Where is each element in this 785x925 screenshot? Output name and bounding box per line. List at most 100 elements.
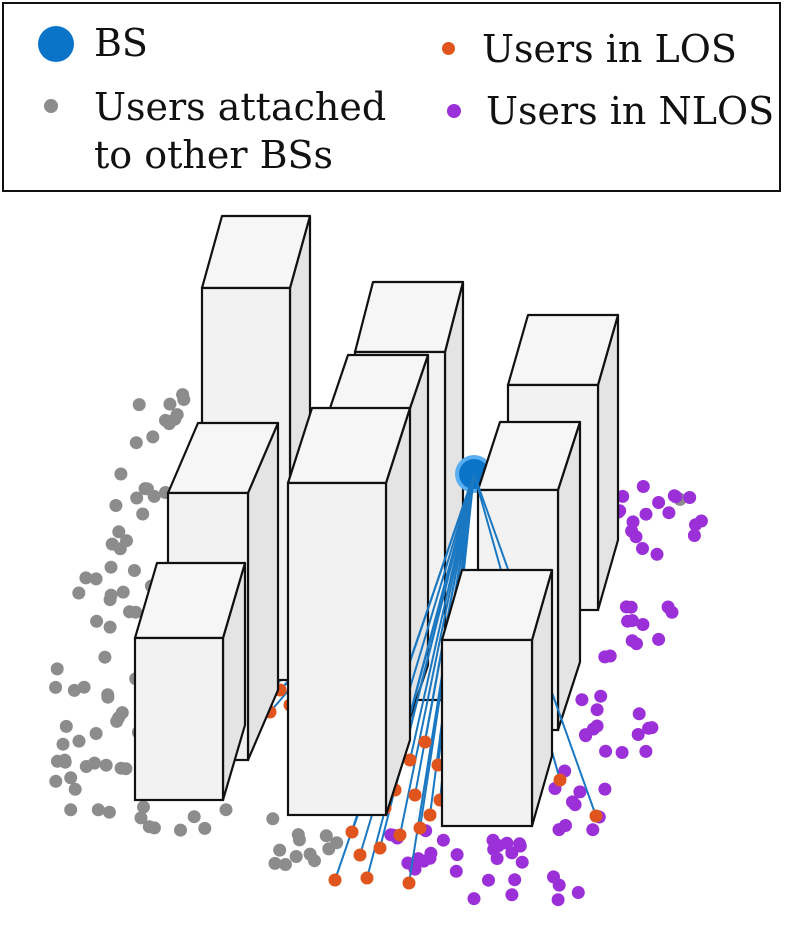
user-nlos-dot [616, 489, 630, 503]
user-other-bs-dot [268, 856, 282, 870]
user-other-bs-dot [198, 821, 212, 835]
user-other-bs-dot [72, 586, 86, 600]
building-front-center [286, 406, 412, 817]
user-other-bs-dot [109, 499, 123, 512]
user-other-bs-dot [79, 760, 93, 773]
user-other-bs-dot [49, 680, 63, 694]
user-other-bs-dot [114, 761, 128, 775]
user-nlos-dot [551, 893, 565, 907]
user-other-bs-dot [289, 850, 303, 863]
user-nlos-dot [450, 848, 464, 862]
user-other-bs-dot [177, 393, 191, 406]
bs-legend-label: BS [94, 21, 148, 65]
user-other-bs-dot [187, 810, 201, 824]
user-other-bs-dot [140, 482, 154, 496]
nlos-legend-marker [447, 104, 461, 118]
user-other-bs-dot [98, 650, 112, 664]
user-nlos-dot [586, 823, 600, 837]
user-nlos-dot [486, 833, 500, 847]
user-other-bs-dot [130, 491, 144, 505]
user-other-bs-dot [104, 588, 118, 602]
user-los-dot [393, 828, 407, 842]
user-other-bs-dot [104, 560, 118, 574]
user-nlos-dot [615, 746, 629, 759]
user-other-bs-dot [99, 758, 113, 772]
user-nlos-dot [575, 693, 589, 707]
user-nlos-dot [598, 782, 612, 796]
user-other-bs-dot [147, 821, 161, 835]
user-nlos-dot [411, 852, 425, 866]
user-nlos-dot [639, 744, 653, 758]
los-link [409, 473, 475, 761]
other-bs-legend-marker [44, 99, 58, 113]
user-other-bs-dot [67, 683, 81, 697]
user-other-bs-dot [64, 771, 78, 785]
user-nlos-dot [624, 600, 638, 614]
building-top-face [440, 568, 554, 642]
user-nlos-dot [490, 852, 504, 865]
user-los-dot [413, 821, 427, 835]
building-front-left [133, 561, 247, 802]
user-other-bs-dot [89, 572, 103, 586]
user-other-bs-dot [89, 727, 103, 740]
building-front-face [133, 636, 225, 802]
user-nlos-dot [636, 542, 649, 555]
building-top-face [200, 214, 312, 290]
user-nlos-dot [683, 491, 697, 504]
user-nlos-dot [662, 506, 676, 520]
user-nlos-dot [552, 878, 566, 892]
user-other-bs-dot [120, 534, 133, 548]
user-nlos-dot [467, 892, 481, 906]
user-nlos-dot [636, 480, 650, 493]
user-nlos-dot [573, 785, 587, 799]
user-nlos-dot [631, 728, 645, 741]
user-other-bs-dot [219, 803, 233, 817]
user-nlos-dot [515, 855, 529, 869]
user-nlos-dot [636, 618, 650, 631]
los-legend-label: Users in LOS [482, 27, 737, 71]
user-other-bs-dot [291, 828, 305, 842]
user-other-bs-dot [137, 800, 150, 814]
user-nlos-dot [632, 707, 646, 721]
city-scene [49, 214, 708, 907]
user-other-bs-dot [278, 858, 292, 871]
buildings-front-row [133, 406, 554, 828]
user-other-bs-dot [174, 823, 187, 837]
user-other-bs-dot [68, 782, 82, 796]
user-other-bs-dot [112, 711, 126, 725]
user-other-bs-dot [123, 605, 136, 619]
user-nlos-dot [629, 530, 643, 544]
user-other-bs-dot [129, 436, 143, 450]
user-los-dot [353, 848, 367, 862]
user-other-bs-dot [146, 430, 160, 444]
user-nlos-dot [594, 689, 608, 703]
user-nlos-dot [603, 649, 617, 663]
user-nlos-dot [424, 846, 438, 860]
user-nlos-dot [513, 837, 527, 851]
user-nlos-dot [669, 490, 683, 504]
user-other-bs-dot [56, 737, 70, 751]
user-los-dot [408, 788, 422, 802]
user-other-bs-dot [163, 397, 177, 411]
user-other-bs-dot [103, 620, 117, 634]
building-front-right [440, 568, 554, 828]
user-other-bs-dot [116, 585, 130, 599]
los-link [399, 473, 475, 836]
user-los-dot [402, 876, 416, 890]
user-nlos-dot [652, 496, 666, 509]
nlos-legend-label: Users in NLOS [486, 89, 775, 133]
user-nlos-dot [505, 888, 519, 902]
user-nlos-dot [599, 744, 613, 758]
user-nlos-dot [590, 703, 604, 717]
bs-legend-marker [38, 26, 74, 62]
user-nlos-dot [639, 507, 653, 521]
user-nlos-dot [571, 886, 585, 899]
user-other-bs-dot [266, 812, 280, 826]
user-other-bs-dot [91, 803, 105, 817]
user-los-dot [373, 841, 387, 855]
user-los-dot [589, 809, 603, 823]
user-other-bs-dot [273, 843, 287, 857]
user-nlos-dot [566, 795, 579, 809]
user-other-bs-dot [134, 811, 148, 825]
user-nlos-dot [687, 529, 701, 542]
